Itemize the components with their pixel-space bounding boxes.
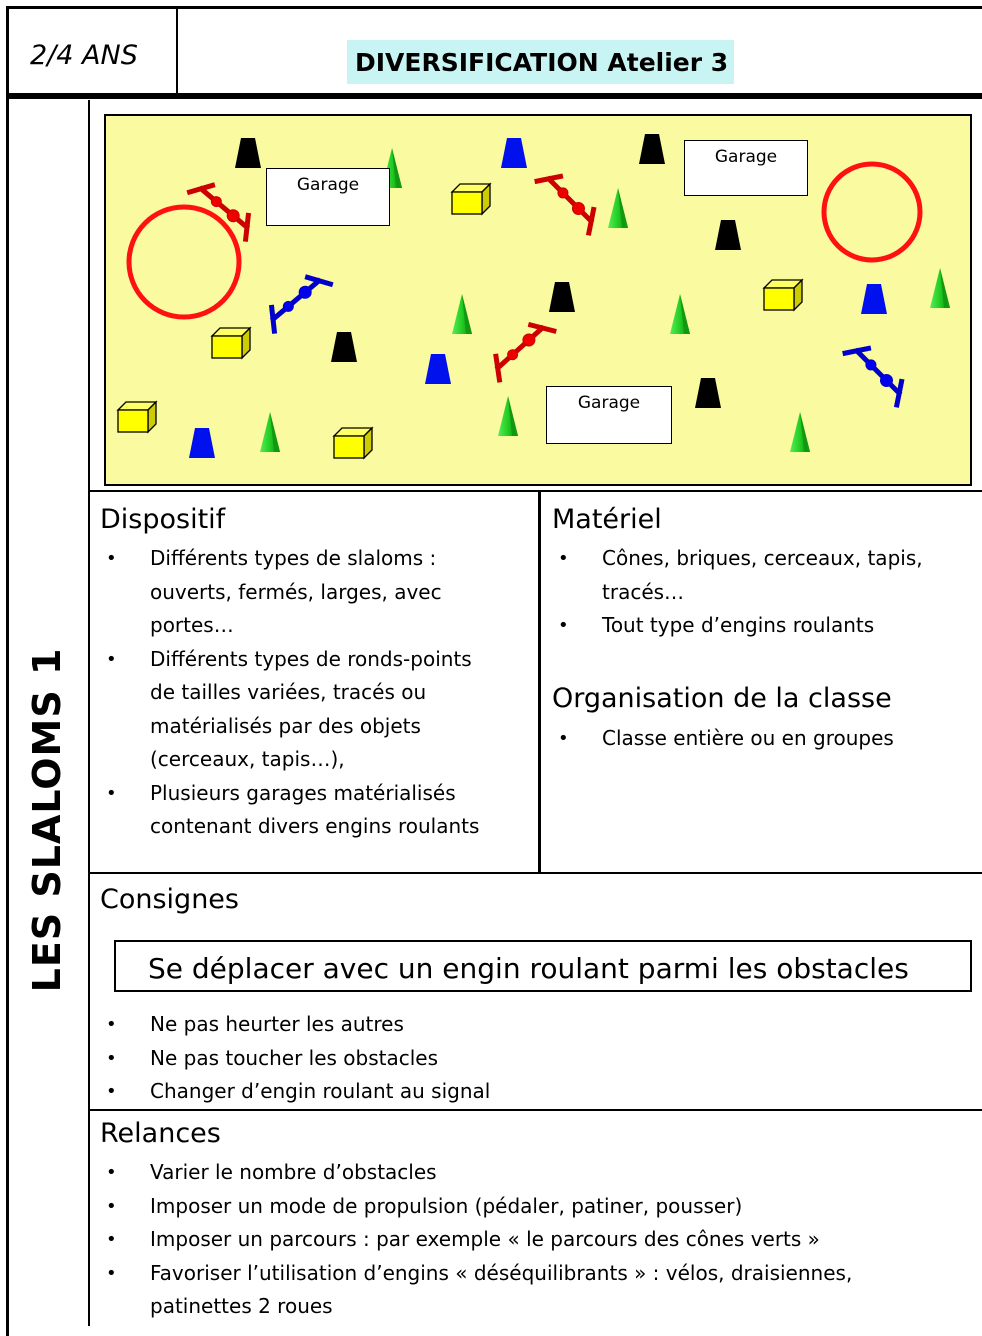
bullet-line: tracés… — [602, 579, 685, 604]
bullet-line: Cônes, briques, cerceaux, tapis, — [602, 546, 923, 570]
sheet-title: DIVERSIFICATION Atelier 3 — [347, 40, 735, 84]
green-cone — [670, 294, 690, 334]
garage-box: Garage — [546, 386, 672, 444]
garage-label: Garage — [296, 175, 360, 195]
bullet-line: Imposer un mode de propulsion (pédaler, … — [150, 1193, 743, 1218]
age-label: 2/4 ANS — [6, 6, 178, 94]
yellow-brick — [333, 427, 373, 459]
green-cone — [260, 412, 280, 452]
green-cone — [930, 268, 950, 308]
bullet-item: Plusieurs garages matérialisés contenant … — [100, 777, 536, 844]
garage-label: Garage — [577, 393, 641, 413]
organisation-title: Organisation de la classe — [552, 683, 892, 714]
yellow-brick — [117, 401, 157, 433]
bullet-item: Changer d’engin roulant au signal — [100, 1075, 970, 1109]
bullet-item: Varier le nombre d’obstacles — [100, 1156, 980, 1190]
relances-title: Relances — [100, 1118, 221, 1149]
side-title-text: LES SLALOMS 1 — [25, 647, 69, 993]
red-stick — [484, 314, 557, 383]
organisation-list: Classe entière ou en groupes — [552, 722, 980, 756]
black-cone — [695, 378, 721, 408]
bullet-line: Favoriser l’utilisation d’engins « déséq… — [150, 1260, 853, 1285]
diagram-canvas — [117, 134, 950, 459]
bullet-item: Imposer un mode de propulsion (pédaler, … — [100, 1190, 980, 1224]
bullet-line: Imposer un parcours : par exemple « le p… — [150, 1227, 820, 1251]
blue-cone — [861, 284, 887, 314]
bullet-item: Différents types de slaloms : ouverts, fe… — [100, 542, 536, 643]
garage-box: Garage — [684, 140, 808, 196]
consignes-title: Consignes — [100, 884, 239, 915]
bullet-line: Tout type d’engins roulants — [602, 613, 875, 637]
bullet-item: Différents types de ronds-points de taill… — [100, 643, 536, 777]
bullet-line: Varier le nombre d’obstacles — [150, 1160, 437, 1184]
black-cone — [331, 332, 357, 362]
divider — [90, 490, 982, 492]
black-cone — [549, 282, 575, 312]
relances-list: Varier le nombre d’obstaclesImposer un m… — [100, 1156, 980, 1324]
blue-stick — [259, 266, 333, 333]
bullet-line: Différents types de slaloms : — [150, 546, 437, 570]
green-cone — [790, 412, 810, 452]
divider — [90, 1109, 982, 1111]
blue-cone — [501, 138, 527, 168]
divider — [90, 872, 982, 874]
dispositif-list: Différents types de slaloms : ouverts, fe… — [100, 542, 536, 844]
divider — [538, 490, 541, 872]
materiel-list: Cônes, briques, cerceaux, tapis, tracés… T… — [552, 542, 980, 643]
bullet-line: Changer d’engin roulant au signal — [150, 1079, 491, 1103]
bullet-line: patinettes 2 roues — [150, 1294, 333, 1318]
bullet-line: ouverts, fermés, larges, avec — [150, 579, 442, 604]
red-stick — [535, 165, 606, 236]
bullet-item: Imposer un parcours : par exemple « le p… — [100, 1223, 980, 1257]
yellow-brick — [763, 279, 803, 311]
bullet-item: Ne pas toucher les obstacles — [100, 1042, 970, 1076]
yellow-brick — [451, 183, 491, 215]
blue-cone — [189, 428, 215, 458]
green-cone — [452, 294, 472, 334]
bullet-line: portes… — [150, 613, 234, 637]
bullet-line: contenant divers engins roulants — [150, 814, 480, 838]
activity-diagram: Garage Garage Garage — [104, 114, 972, 486]
black-cone — [235, 138, 261, 168]
garage-box: Garage — [266, 168, 390, 226]
yellow-brick — [211, 327, 251, 359]
bullet-line: Classe entière ou en groupes — [602, 726, 894, 750]
green-cone — [498, 396, 518, 436]
bullet-item: Favoriser l’utilisation d’engins « déséq… — [100, 1257, 980, 1324]
dispositif-title: Dispositif — [100, 504, 226, 535]
bullet-line: Différents types de ronds-points — [150, 646, 472, 671]
materiel-title: Matériel — [552, 504, 662, 535]
bullet-line: Plusieurs garages matérialisés — [150, 780, 456, 805]
bullet-line: matérialisés par des objets — [150, 713, 421, 738]
bullet-item: Tout type d’engins roulants — [552, 609, 980, 643]
header-frame — [6, 6, 982, 96]
green-cone — [608, 188, 628, 228]
blue-stick — [843, 337, 914, 408]
black-cone — [639, 134, 665, 164]
side-title: LES SLALOMS 1 — [6, 100, 90, 1326]
bullet-item: Classe entière ou en groupes — [552, 722, 980, 756]
hoop-right — [821, 161, 923, 263]
consignes-list: Ne pas heurter les autres Ne pas toucher … — [100, 1008, 970, 1109]
garage-label: Garage — [714, 147, 778, 167]
bullet-line: de tailles variées, tracés ou — [150, 680, 427, 704]
hoop-left — [126, 204, 242, 320]
body-frame — [6, 96, 982, 1336]
bullet-item: Ne pas heurter les autres — [100, 1008, 970, 1042]
bullet-line: Ne pas heurter les autres — [150, 1012, 404, 1036]
bullet-item: Cônes, briques, cerceaux, tapis, tracés… — [552, 542, 980, 609]
blue-cone — [425, 354, 451, 384]
consigne-box: Se déplacer avec un engin roulant parmi … — [114, 940, 972, 992]
bullet-line: Ne pas toucher les obstacles — [150, 1045, 439, 1070]
bullet-line: (cerceaux, tapis…), — [150, 747, 345, 771]
black-cone — [715, 220, 741, 250]
